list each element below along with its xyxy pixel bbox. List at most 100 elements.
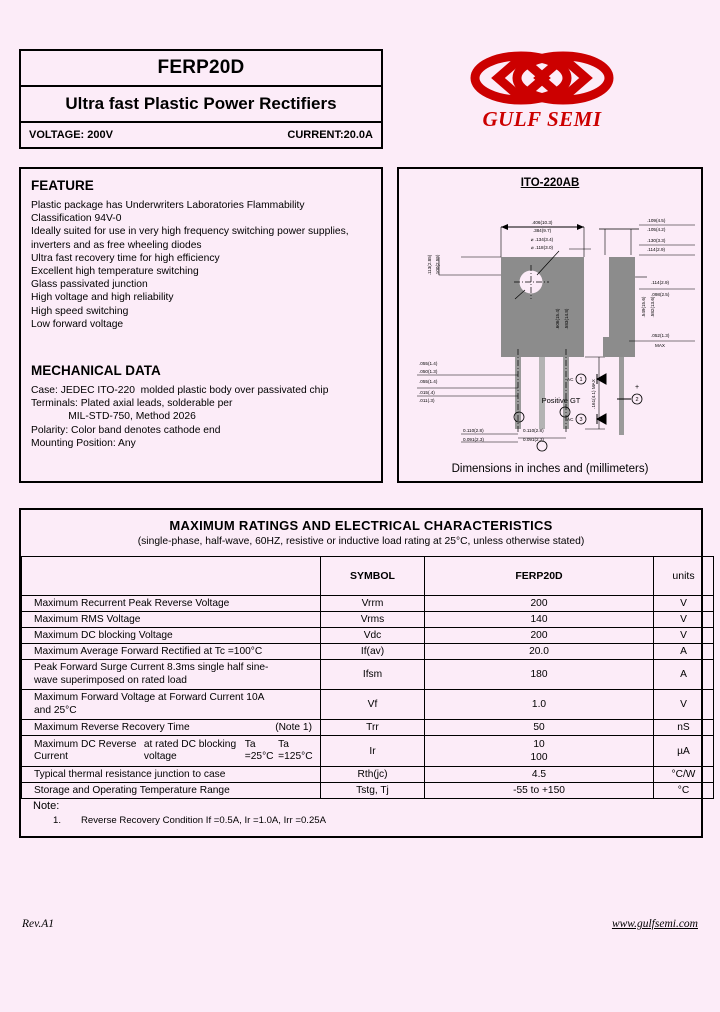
revision-label: Rev.A1	[22, 918, 55, 930]
dim-right-tab-2: .098(2.5)	[651, 292, 670, 297]
list-item: Classification 94V-0	[31, 213, 122, 225]
feature-panel: FEATURE Plastic package has Underwriters…	[19, 167, 383, 483]
company-name: GULF SEMI	[482, 107, 602, 131]
product-title: Ultra fast Plastic Power Rectifiers	[65, 94, 337, 113]
row-parameter-note: (Note 1)	[275, 722, 312, 734]
row-value: 1.0	[424, 689, 654, 721]
pin-label-ac-1: AC	[567, 377, 574, 382]
list-item: Ultra fast recovery time for high effici…	[31, 252, 220, 264]
pin-number-3: 3	[579, 417, 582, 423]
row-parameter: Typical thermal resistance junction to c…	[21, 766, 321, 784]
dim-hole-1: ⌀ .134(3.4)	[531, 237, 554, 242]
table-row: Maximum RMS Voltage Vrms 140 V	[21, 611, 714, 628]
dim-right-thick-4: .114(2.9)	[647, 247, 666, 252]
row-parameter: Maximum DC blocking Voltage	[21, 627, 321, 644]
dim-left-vert-2: .100(2.55)	[435, 254, 440, 275]
header-ratings-cell: VOLTAGE: 200V CURRENT:20.0A	[21, 123, 381, 147]
dim-top-width-2: .384(9.7)	[533, 228, 552, 233]
row-symbol: If(av)	[320, 643, 425, 660]
ratings-subtitle: (single-phase, half-wave, 60HZ, resistiv…	[137, 536, 585, 547]
row-units: °C/W	[653, 766, 714, 784]
row-parameter: Peak Forward Surge Current 8.3ms single …	[21, 658, 321, 691]
dim-body-height-1: .606(15.4)	[555, 308, 560, 329]
list-item: High voltage and high reliability	[31, 292, 174, 304]
row-symbol: Ir	[320, 735, 425, 768]
dim-top-width-1: .406(10.3)	[532, 220, 553, 225]
feature-heading: FEATURE	[31, 178, 94, 193]
list-item: Case: JEDEC ITO-220 molded plastic body …	[31, 385, 329, 397]
row-parameter: Maximum Reverse Recovery Time (Note 1)	[21, 719, 321, 737]
part-number: FERP20D	[157, 57, 245, 78]
row-units: V	[653, 595, 714, 612]
row-value: 200	[424, 627, 654, 644]
column-header-units: units	[653, 556, 714, 596]
row-parameter: Maximum RMS Voltage	[21, 611, 321, 628]
row-symbol: Tstg, Tj	[320, 782, 425, 800]
list-item: High speed switching	[31, 305, 129, 317]
package-drawing-panel: ITO-220AB .406(10.3) .384(9.7) ⌀ .134(3.…	[397, 167, 703, 483]
dim-right-thick-3: .130(3.3)	[647, 238, 666, 243]
row-parameter: Maximum Average Forward Rectified at Tc …	[21, 643, 321, 660]
product-title-cell: Ultra fast Plastic Power Rectifiers	[21, 87, 381, 123]
dim-overall-len: .161(4.1) MAX	[591, 379, 596, 409]
dim-right-lead: .052(1.3)	[651, 333, 670, 338]
dim-right-thick-1: .109(4.5)	[647, 218, 666, 223]
list-item: Low forward voltage	[31, 318, 124, 330]
ratings-block: MAXIMUM RATINGS AND ELECTRICAL CHARACTER…	[19, 508, 714, 838]
row-units: V	[653, 689, 714, 721]
dim-lead-w-1: .055(1.4)	[419, 361, 438, 366]
row-symbol: Ifsm	[320, 658, 425, 691]
table-row: Peak Forward Surge Current 8.3ms single …	[21, 658, 714, 691]
row-symbol: Vrrm	[320, 595, 425, 612]
dim-lead-sp-2: 0.091(2.3)	[523, 437, 544, 442]
note-number: 1.	[52, 815, 61, 826]
row-symbol: Vf	[320, 689, 425, 721]
row-units: °C	[653, 782, 714, 800]
list-item: Plastic package has Underwriters Laborat…	[31, 200, 305, 211]
dim-lead-len-2: 0.091(2.3)	[463, 437, 484, 442]
characteristics-table: SYMBOL FERP20D units Maximum Recurrent P…	[21, 556, 714, 800]
package-type-title: ITO-220AB	[520, 177, 580, 189]
list-item: Excellent high temperature switching	[31, 266, 199, 278]
row-parameter: Maximum Recurrent Peak Reverse Voltage	[21, 595, 321, 612]
row-value: 140	[424, 611, 654, 628]
row-units: µA	[653, 735, 714, 768]
ratings-title: MAXIMUM RATINGS AND ELECTRICAL CHARACTER…	[169, 518, 553, 533]
row-symbol: Rth(jc)	[320, 766, 425, 784]
table-row: Maximum Recurrent Peak Reverse Voltage V…	[21, 595, 714, 612]
list-item: Polarity: Color band denotes cathode end	[31, 424, 221, 436]
dim-lead-t-1: .015(.4)	[419, 390, 435, 395]
row-parameter: Storage and Operating Temperature Range	[21, 782, 321, 800]
dim-hole-2: ⌀ .118(3.0)	[531, 245, 554, 250]
row-value: -55 to +150	[424, 782, 654, 800]
row-parameter: Maximum Forward Voltage at Forward Curre…	[21, 689, 321, 721]
gulf-semi-logo-icon	[470, 51, 614, 105]
table-header-row: SYMBOL FERP20D units	[21, 556, 714, 596]
plus-sign: +	[635, 384, 639, 391]
table-row: Maximum Reverse Recovery Time (Note 1) T…	[21, 719, 714, 737]
mechanical-data-heading: MECHANICAL DATA	[31, 363, 161, 379]
voltage-rating: VOLTAGE: 200V	[29, 129, 113, 141]
row-value: 4.5	[424, 766, 654, 784]
dim-right-tab-1: .114(2.9)	[651, 280, 670, 285]
note-text: Reverse Recovery Condition If =0.5A, Ir …	[81, 815, 327, 826]
table-row: Maximum DC blocking Voltage Vdc 200 V	[21, 627, 714, 644]
dim-side-h-1: .549(15.6)	[641, 296, 646, 317]
header-title-block: FERP20D Ultra fast Plastic Power Rectifi…	[19, 49, 383, 149]
row-symbol: Vdc	[320, 627, 425, 644]
column-header-parameter	[21, 556, 321, 596]
dim-lead-w-3: .055(1.4)	[419, 379, 438, 384]
table-row: Maximum Average Forward Rectified at Tc …	[21, 643, 714, 660]
note-label: Note:	[33, 800, 60, 812]
row-parameter-text: Maximum Reverse Recovery Time	[34, 722, 190, 734]
current-rating: CURRENT:20.0A	[287, 129, 373, 141]
note-row: 1. Reverse Recovery Condition If =0.5A, …	[33, 815, 689, 826]
website-url[interactable]: www.gulfsemi.com	[611, 918, 698, 930]
list-item: MIL-STD-750, Method 2026	[31, 411, 196, 423]
list-item: Ideally suited for use in very high freq…	[31, 226, 349, 238]
row-units: A	[653, 658, 714, 691]
table-row: Maximum Forward Voltage at Forward Curre…	[21, 689, 714, 721]
row-value: 50	[424, 719, 654, 737]
